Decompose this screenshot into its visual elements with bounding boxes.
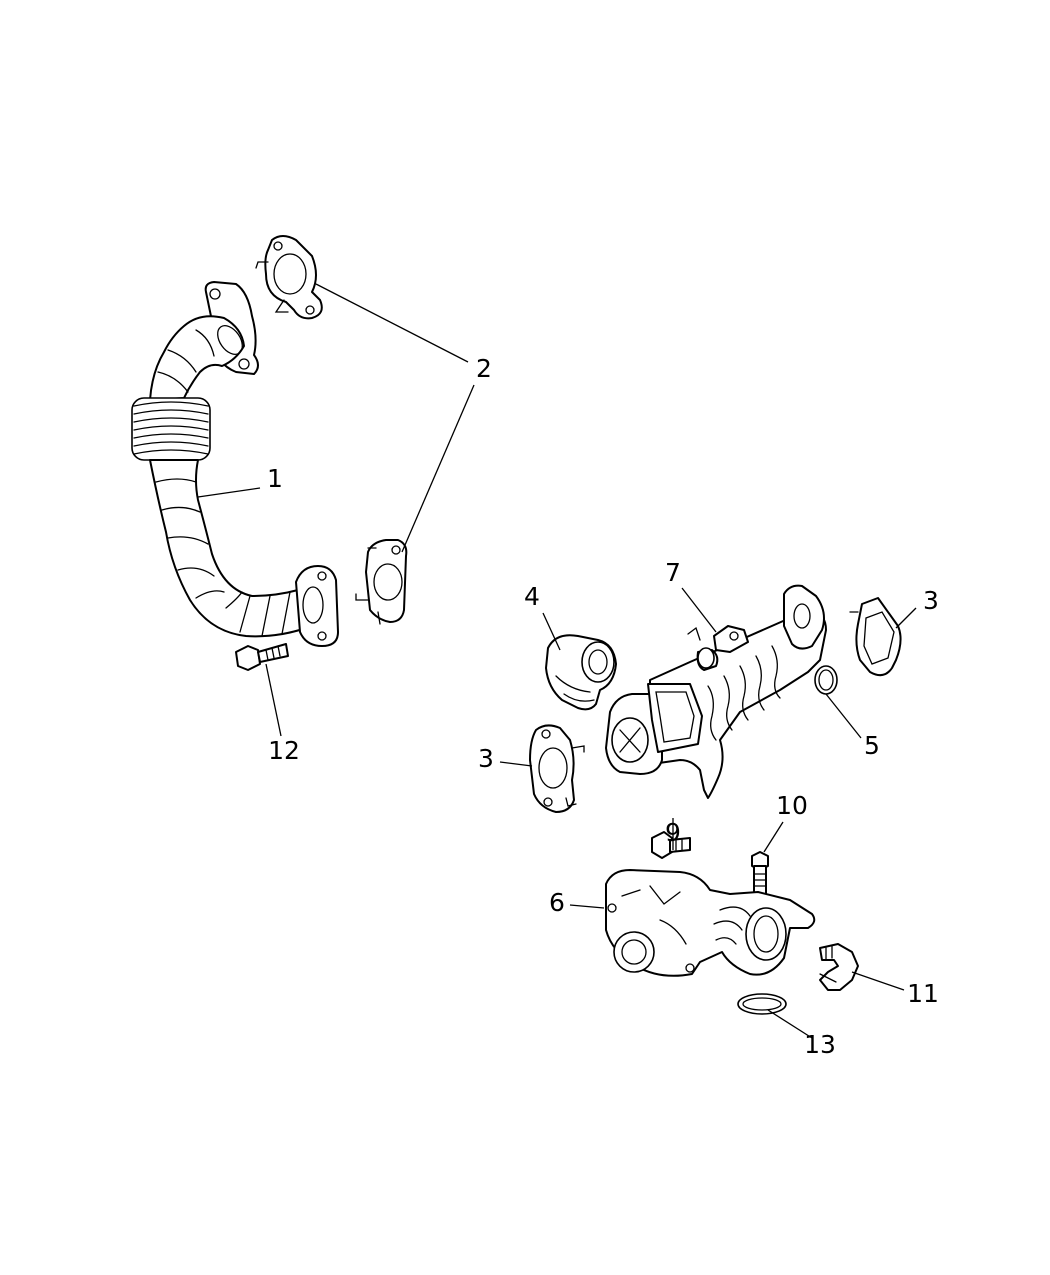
callout-9: 9 — [665, 818, 681, 847]
callout-5: 5 — [864, 731, 880, 760]
leader-lines — [197, 283, 917, 1039]
bellows — [131, 397, 211, 461]
callout-11: 11 — [907, 979, 939, 1008]
callout-13: 13 — [804, 1030, 836, 1059]
sensor-11[interactable] — [819, 943, 859, 991]
coolant-elbow-hose[interactable] — [545, 634, 617, 711]
o-ring-5[interactable] — [814, 665, 838, 695]
gasket-ring-13[interactable] — [737, 993, 787, 1015]
callout-10: 10 — [776, 791, 808, 820]
gasket-upper[interactable] — [255, 235, 323, 320]
callout-4: 4 — [524, 582, 540, 611]
egr-tube[interactable] — [131, 281, 339, 647]
gasket-3-left[interactable] — [529, 724, 585, 813]
bolt-10[interactable] — [751, 851, 769, 895]
callout-3-left: 3 — [478, 744, 494, 773]
bolt-9[interactable] — [651, 831, 691, 859]
callout-3-right: 3 — [923, 586, 939, 615]
gasket-lower[interactable] — [355, 539, 408, 625]
callout-1: 1 — [267, 464, 283, 493]
callout-6: 6 — [549, 888, 565, 917]
egr-valve[interactable] — [605, 869, 816, 977]
bolt-12[interactable] — [235, 643, 289, 671]
callout-labels: 1 2 3 4 7 3 5 9 10 6 11 13 12 — [267, 354, 939, 1059]
egr-cooler[interactable] — [605, 584, 827, 799]
callout-12: 12 — [268, 736, 300, 765]
gasket-3-right[interactable] — [849, 597, 902, 677]
callout-7: 7 — [665, 558, 681, 587]
callout-2: 2 — [476, 354, 492, 383]
